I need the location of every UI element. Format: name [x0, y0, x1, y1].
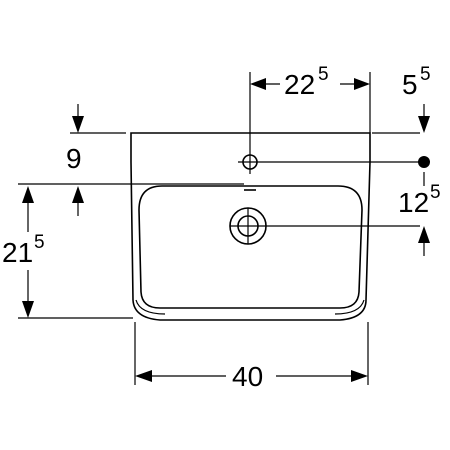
drain-hole: [229, 207, 420, 245]
dim-label-main: 40: [232, 361, 263, 392]
basin-outline: [130, 132, 371, 321]
arrow-up: [418, 226, 430, 243]
tap-hole: [238, 150, 430, 174]
reference-dot: [418, 156, 430, 168]
arrow-down: [72, 116, 84, 133]
arrow-down: [418, 116, 430, 133]
dimension-9: 9: [66, 104, 84, 216]
basin-inner-bowl: [138, 185, 363, 309]
arrow-down: [22, 301, 34, 318]
dim-label-sup: 5: [318, 64, 329, 85]
arrow-left: [135, 370, 152, 382]
dim-label-main: 9: [66, 143, 82, 174]
dim-label-sup: 5: [430, 182, 441, 203]
dim-label-main: 22: [284, 69, 315, 100]
dim-label-main: 21: [2, 237, 33, 268]
dim-label-sup: 5: [34, 232, 45, 253]
extension-lines: [18, 72, 420, 385]
arrow-left: [250, 78, 266, 90]
arrow-up: [22, 186, 34, 203]
dimension-22-5: 22 5: [250, 64, 370, 100]
dimension-40: 40: [135, 361, 368, 392]
dimension-5-5: 5 5: [402, 64, 431, 186]
arrow-right: [354, 78, 370, 90]
dim-label-main: 12: [398, 187, 429, 218]
basin-outer-edge-left: [135, 299, 166, 315]
dim-label-main: 5: [402, 69, 418, 100]
dim-label-sup: 5: [420, 64, 431, 85]
arrow-right: [351, 370, 368, 382]
dimension-12-5: 12 5: [398, 182, 441, 256]
basin-outer-edge-right: [334, 299, 365, 315]
dimension-21-5: 21 5: [2, 186, 45, 318]
arrow-up: [72, 186, 84, 203]
basin-outer-shape: [130, 132, 371, 321]
